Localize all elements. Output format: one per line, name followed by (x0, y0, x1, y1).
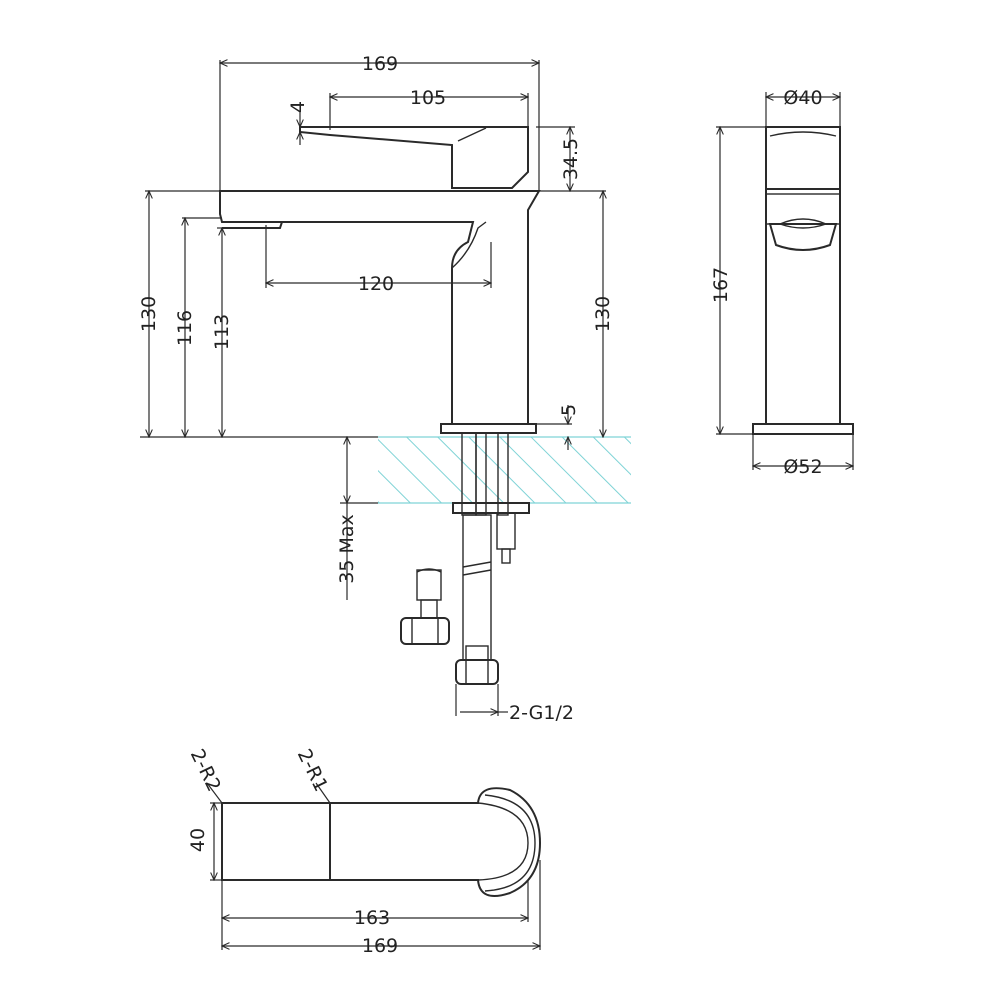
countertop-section (378, 437, 631, 503)
dim-label-167: 167 (710, 267, 732, 303)
dim-label-105: 105 (410, 87, 446, 109)
side-spout-outlet (768, 223, 838, 251)
dim-label-4: 4 (287, 101, 309, 113)
dim-label-d52: Ø52 (783, 456, 822, 478)
plan-view: 40 163 169 2-R2 2-R1 (186, 746, 542, 957)
side-view: Ø40 Ø52 167 (710, 87, 854, 478)
dim-label-35-max: 35 Max (336, 514, 358, 584)
dim-label-130-right: 130 (592, 296, 614, 332)
side-body (765, 126, 841, 425)
hose-nut-long (455, 659, 499, 685)
dim-label-5: 5 (558, 404, 580, 416)
plan-outline (221, 787, 542, 897)
dim-label-120: 120 (358, 273, 394, 295)
threaded-stud (496, 512, 516, 550)
leader-r1 (315, 782, 331, 804)
dim-label-r1: 2-R1 (293, 746, 332, 795)
dim-label-r2: 2-R2 (186, 746, 225, 795)
leader-r2 (206, 782, 223, 804)
side-base-plate (752, 423, 854, 435)
dim-label-connection: 2-G1/2 (509, 702, 574, 724)
dim-label-169-plan: 169 (362, 935, 398, 957)
dim-label-34-5: 34.5 (560, 138, 582, 180)
flexible-hose-short (416, 569, 442, 601)
hose-nut-short (400, 617, 450, 645)
front-view: 169 105 4 34.5 120 130 116 113 130 5 35 … (138, 53, 631, 724)
dim-label-130-left: 130 (138, 296, 160, 332)
lever-handle (299, 126, 529, 189)
side-lever (765, 126, 841, 190)
dim-label-d40: Ø40 (783, 87, 822, 109)
dim-label-163: 163 (354, 907, 390, 929)
dim-label-169-front: 169 (362, 53, 398, 75)
base-plate (440, 423, 537, 434)
spout-outlet (222, 221, 284, 229)
dim-label-plan-40: 40 (187, 828, 209, 852)
dim-label-116: 116 (174, 310, 196, 346)
backnut-washer (452, 502, 530, 514)
spout-body (219, 190, 541, 425)
flexible-hose-long (462, 514, 492, 661)
dim-label-113: 113 (211, 314, 233, 350)
